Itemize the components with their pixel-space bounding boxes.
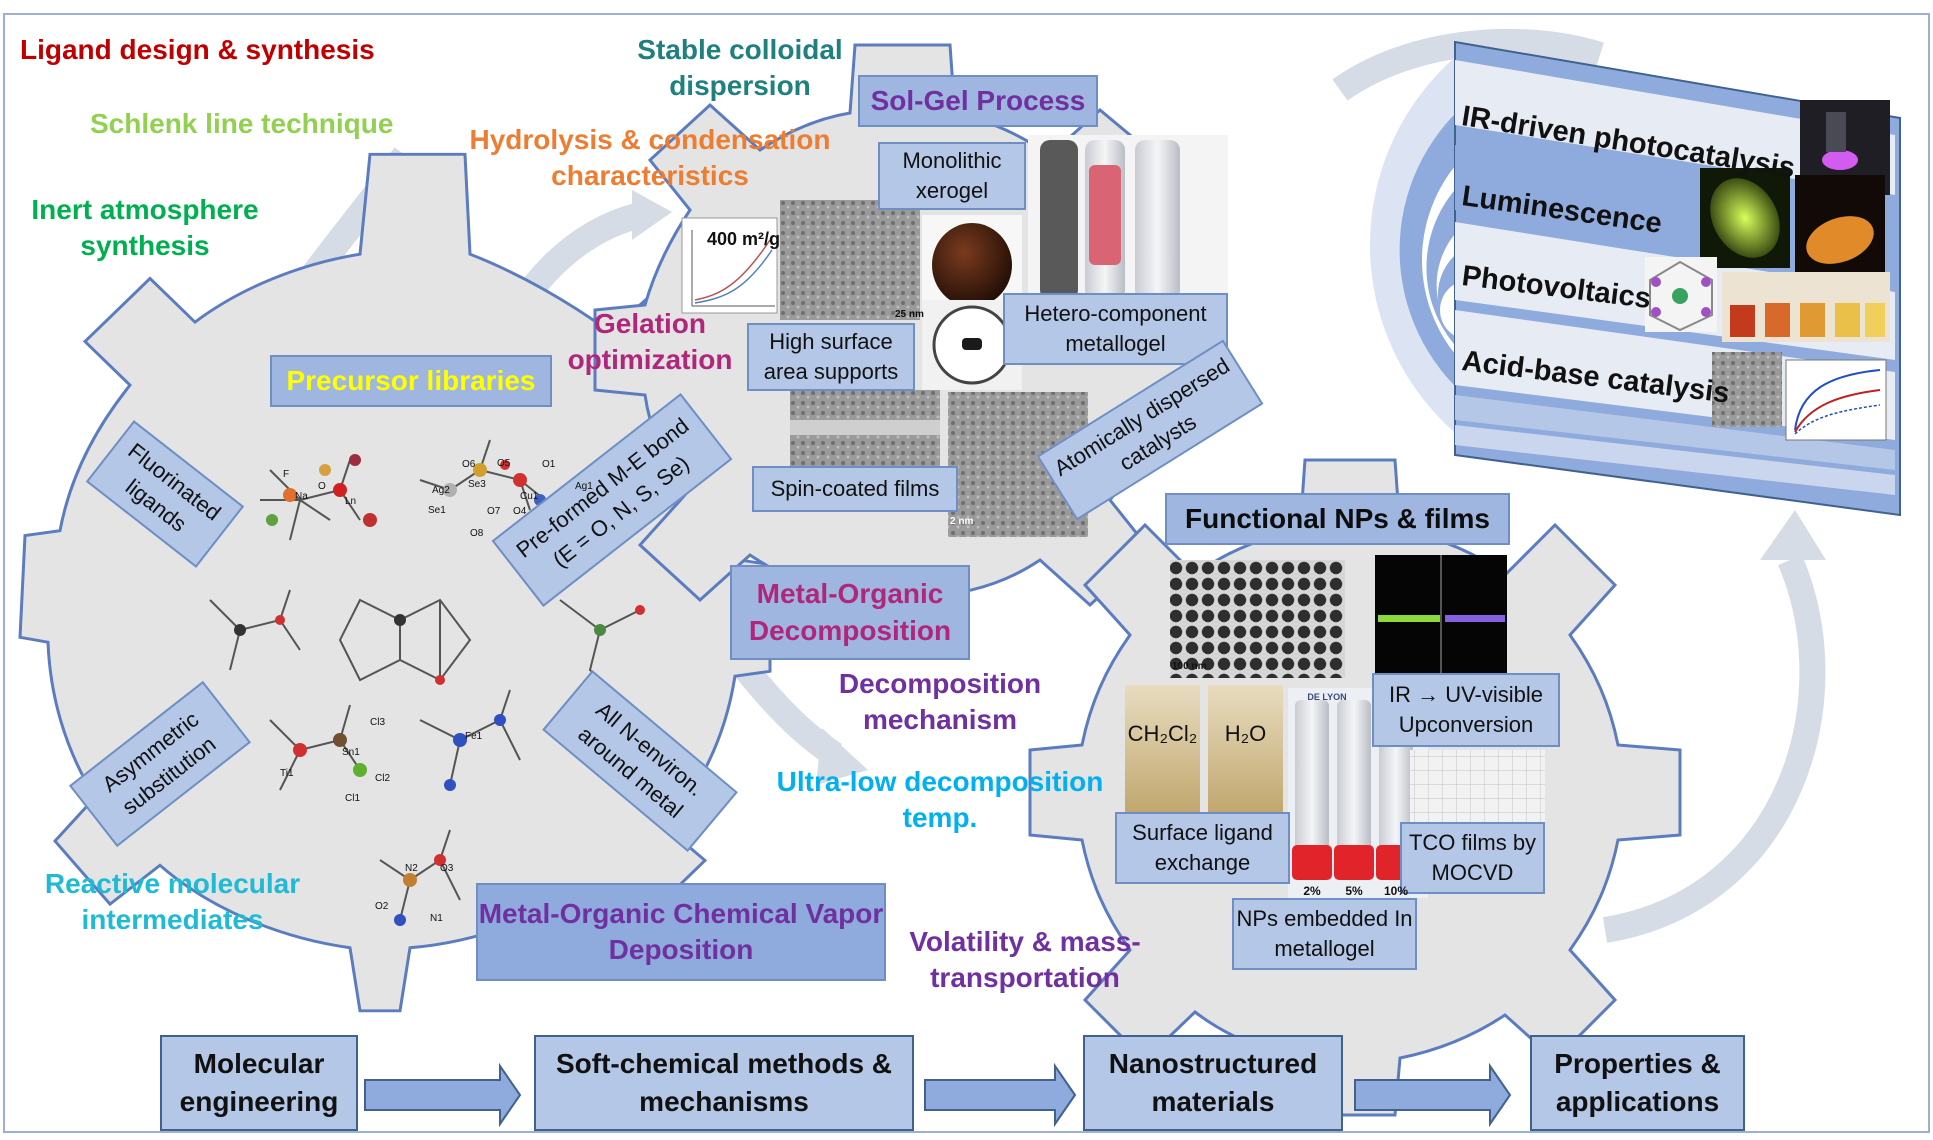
app-photo-acidbase	[1712, 352, 1887, 441]
atom-o2: O2	[375, 901, 389, 912]
label-vial-2pct: 2%	[1303, 884, 1321, 898]
label-scale-100nm: 100 nm	[1172, 661, 1207, 672]
atom-n1: N1	[430, 913, 443, 924]
atom-se1: Se1	[428, 505, 446, 516]
annotation-stable-colloidal: Stable colloidal dispersion	[637, 34, 843, 102]
flow-arrow-3	[1354, 1062, 1512, 1128]
box-tco-films: TCO films by MOCVD	[1400, 822, 1545, 894]
atom-sn1: Sn1	[342, 747, 360, 758]
box-spin-coated-films: Spin-coated films	[752, 466, 958, 512]
step-molecular-engineering: Molecular engineering	[160, 1035, 358, 1131]
arrow-to-solgel-head	[632, 190, 672, 240]
molecule-structures	[209, 439, 641, 921]
photo-vials-xerogel	[1028, 135, 1228, 305]
application-rings	[1369, 45, 1470, 445]
label-scale-25nm: 25 nm	[895, 309, 924, 320]
flow-arrow-1	[364, 1062, 522, 1128]
atom-o6: O6	[462, 459, 476, 470]
annotation-ligand-design: Ligand design & synthesis	[20, 34, 375, 65]
atom-cl3: Cl3	[370, 717, 386, 728]
molecule-atoms-colored	[234, 454, 645, 926]
atom-ln: Ln	[345, 496, 357, 507]
box-sol-gel-process: Sol-Gel Process	[858, 75, 1098, 127]
step-nanostructured: Nanostructured materials	[1083, 1035, 1343, 1131]
annotation-volatility: Volatility & mass-transportation	[909, 926, 1141, 994]
step-properties-applications: Properties & applications	[1530, 1035, 1745, 1131]
label-h2o: H₂O	[1224, 721, 1267, 746]
arrow-to-apps-head	[1760, 510, 1826, 560]
atom-o1: O1	[542, 459, 556, 470]
atom-se3: Se3	[468, 479, 486, 490]
flow-arrow-2	[924, 1062, 1077, 1128]
box-nps-embedded: NPs embedded In metallogel	[1232, 898, 1417, 970]
box-metal-organic-decomposition: Metal-Organic Decomposition	[730, 565, 970, 660]
atom-ag1: Ag1	[575, 481, 593, 492]
label-lyon: DE LYON	[1307, 692, 1347, 702]
label-vial-10pct: 10%	[1383, 884, 1409, 898]
atom-f: F	[283, 469, 290, 480]
arrow-to-functional-head	[816, 728, 868, 785]
atom-n2: N2	[405, 863, 418, 874]
annotation-gelation: Gelation optimization	[567, 308, 733, 376]
photo-np-tem	[1170, 560, 1345, 678]
arrow-to-apps	[1602, 554, 1826, 943]
box-precursor-libraries: Precursor libraries	[270, 355, 552, 407]
atom-cu1: Cu1	[520, 491, 539, 502]
atom-o5: O5	[497, 458, 511, 469]
box-mocvd: Metal-Organic Chemical Vapor Deposition	[476, 883, 886, 981]
box-functional-nps: Functional NPs & films	[1165, 493, 1510, 545]
photo-upconversion	[1375, 555, 1507, 680]
annotation-reactive-intermediates: Reactive molecular intermediates	[44, 868, 301, 936]
box-hetero-component: Hetero-component metallogel	[1003, 293, 1228, 365]
atom-o3: O3	[440, 863, 454, 874]
atom-ti1: Ti1	[280, 768, 294, 779]
atom-ag2: Ag2	[432, 485, 450, 496]
atom-cl2: Cl2	[375, 773, 391, 784]
box-upconversion: IR → UV-visible Upconversion	[1372, 673, 1560, 747]
label-vial-5pct: 5%	[1345, 884, 1363, 898]
annotation-decomposition-mechanism: Decomposition mechanism	[838, 668, 1042, 736]
annotation-inert-atmosphere: Inert atmosphere synthesis	[31, 194, 259, 262]
photo-tem-support	[780, 200, 920, 320]
atom-fe1: Fe1	[465, 731, 483, 742]
atom-o: O	[318, 481, 326, 492]
app-photo-photovoltaics	[1645, 257, 1890, 342]
atom-o8: O8	[470, 528, 484, 539]
atom-na: Na	[295, 491, 308, 502]
atom-cl1: Cl1	[345, 793, 361, 804]
annotation-hydrolysis: Hydrolysis & condensation characteristic…	[469, 124, 831, 192]
box-high-surface-area: High surface area supports	[747, 323, 915, 391]
app-photo-luminescence	[1700, 168, 1885, 275]
annotation-ultra-low: Ultra-low decomposition temp.	[776, 766, 1104, 834]
photo-bet-isotherm	[681, 217, 778, 314]
label-ch2cl2: CH₂Cl₂	[1127, 721, 1198, 746]
annotation-schlenk: Schlenk line technique	[90, 108, 394, 139]
atom-o4: O4	[513, 506, 527, 517]
step-soft-chemical: Soft-chemical methods & mechanisms	[534, 1035, 914, 1131]
label-scale-2nm: 2 nm	[950, 516, 974, 527]
box-monolithic-xerogel: Monolithic xerogel	[878, 142, 1026, 210]
photo-spincoat-layer	[790, 420, 940, 435]
label-surface-area: 400 m²/g	[707, 229, 781, 249]
outer-frame	[3, 13, 1930, 1133]
atom-o7: O7	[487, 506, 501, 517]
box-surface-ligand-exchange: Surface ligand exchange	[1115, 812, 1290, 884]
